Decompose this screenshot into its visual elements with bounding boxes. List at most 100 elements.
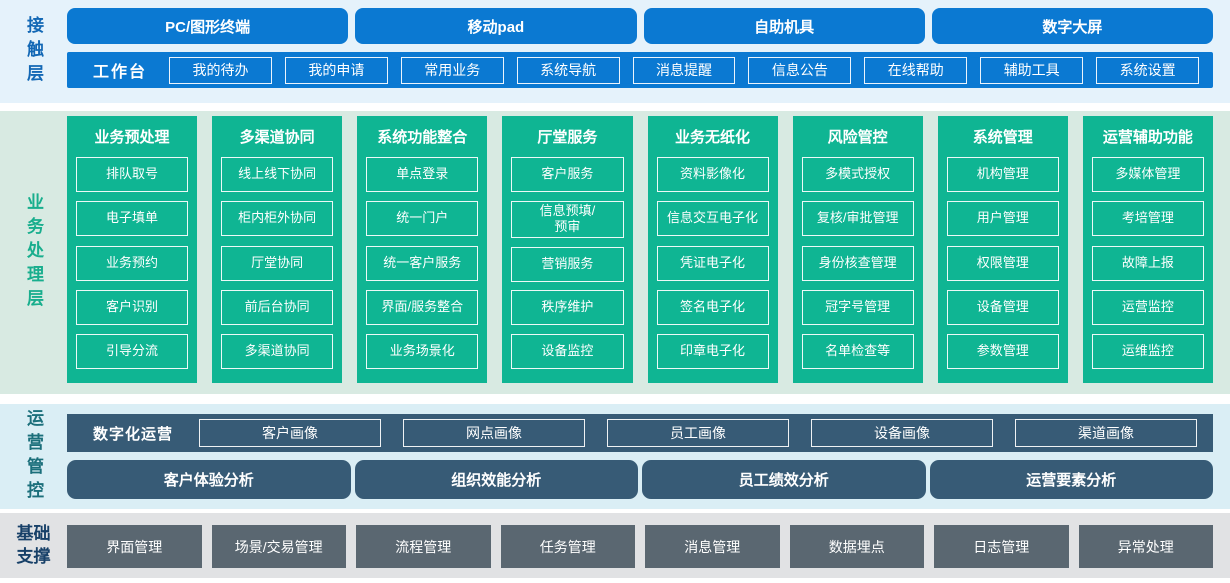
column-item: 营销服务 <box>511 246 624 282</box>
operations-control-band: 运营管控 数字化运营 客户画像 网点画像 员工画像 设备画像 渠道画像 客户体验… <box>0 404 1230 509</box>
column-item: 排队取号 <box>76 157 189 192</box>
band-divider <box>0 394 1230 404</box>
column-item: 凭证电子化 <box>656 245 769 281</box>
foundation-log-mgmt: 日志管理 <box>934 525 1069 568</box>
column-items: 客户服务 信息预填/ 预审 营销服务 秩序维护 设备监控 <box>502 151 632 383</box>
column-item: 运维监控 <box>1091 334 1204 369</box>
workbench-item-system-settings: 系统设置 <box>1096 56 1200 84</box>
column-item: 客户服务 <box>511 157 624 192</box>
workbench-items: 我的待办 我的申请 常用业务 系统导航 消息提醒 信息公告 在线帮助 辅助工具 … <box>169 56 1200 84</box>
portrait-items: 客户画像 网点画像 员工画像 设备画像 渠道画像 <box>199 419 1198 447</box>
column-item: 权限管理 <box>946 245 1059 281</box>
business-process-layer-band: 业务处理层 业务预处理 排队取号 电子填单 业务预约 客户识别 引导分流 多渠道… <box>0 111 1230 394</box>
column-items: 排队取号 电子填单 业务预约 客户识别 引导分流 <box>67 151 197 383</box>
column-item: 名单检查等 <box>801 334 914 369</box>
column-item: 资料影像化 <box>656 157 769 192</box>
column-title: 厅堂服务 <box>537 129 598 146</box>
column-items: 线上线下协同 柜内柜外协同 厅堂协同 前后台协同 多渠道协同 <box>212 151 342 383</box>
workbench-item-my-applications: 我的申请 <box>284 56 388 84</box>
column-item: 界面/服务整合 <box>366 289 479 325</box>
column-item: 业务场景化 <box>366 334 479 369</box>
business-layer-gutter: 业务处理层 <box>0 111 67 394</box>
column-item: 多媒体管理 <box>1091 157 1204 192</box>
column-item: 复核/审批管理 <box>801 201 914 237</box>
column-title: 风险管控 <box>827 129 888 146</box>
analysis-operation-elements: 运营要素分析 <box>929 460 1213 499</box>
workbench-item-system-navigation: 系统导航 <box>516 56 620 84</box>
analysis-row: 客户体验分析 组织效能分析 员工绩效分析 运营要素分析 <box>67 460 1213 499</box>
terminal-mobile-pad: 移动pad <box>355 8 637 44</box>
portrait-customer: 客户画像 <box>199 419 382 447</box>
column-item: 用户管理 <box>946 201 1059 237</box>
operations-layer-gutter: 运营管控 <box>0 404 67 509</box>
column-title: 运营辅助功能 <box>1102 129 1193 146</box>
column-item: 客户识别 <box>76 289 189 325</box>
workbench-item-common-business: 常用业务 <box>400 56 504 84</box>
column-items: 多模式授权 复核/审批管理 身份核查管理 冠字号管理 名单检查等 <box>793 151 923 383</box>
column-item: 单点登录 <box>366 157 479 192</box>
column-item: 故障上报 <box>1091 245 1204 281</box>
digital-operations-label: 数字化运营 <box>93 425 174 443</box>
column-risk-control: 风险管控 多模式授权 复核/审批管理 身份核查管理 冠字号管理 名单检查等 <box>792 116 923 383</box>
terminal-pc-graphic: PC/图形终端 <box>67 8 349 44</box>
workbench-label: 工作台 <box>93 64 148 81</box>
column-system-integration: 系统功能整合 单点登录 统一门户 统一客户服务 界面/服务整合 业务场景化 <box>357 116 488 383</box>
foundation-support-band: 基础支撑 界面管理 场景/交易管理 流程管理 任务管理 消息管理 数据埋点 日志… <box>0 513 1230 578</box>
column-multichannel-collab: 多渠道协同 线上线下协同 柜内柜外协同 厅堂协同 前后台协同 多渠道协同 <box>212 116 343 383</box>
column-item: 参数管理 <box>946 334 1059 369</box>
workbench-item-info-announcement: 信息公告 <box>748 56 852 84</box>
column-item: 多模式授权 <box>801 157 914 192</box>
column-title: 多渠道协同 <box>239 129 315 146</box>
foundation-exception-handling: 异常处理 <box>1078 525 1213 568</box>
digital-operations-bar: 数字化运营 客户画像 网点画像 员工画像 设备画像 渠道画像 <box>67 414 1213 452</box>
terminal-self-service: 自助机具 <box>643 8 925 44</box>
column-title: 业务预处理 <box>94 129 170 146</box>
foundation-task-mgmt: 任务管理 <box>500 525 635 568</box>
column-item: 机构管理 <box>946 157 1059 192</box>
operations-layer-content: 数字化运营 客户画像 网点画像 员工画像 设备画像 渠道画像 客户体验分析 组织… <box>67 404 1213 509</box>
column-item: 设备监控 <box>511 333 624 369</box>
column-item: 印章电子化 <box>656 334 769 369</box>
column-items: 多媒体管理 考培管理 故障上报 运营监控 运维监控 <box>1083 151 1213 383</box>
analysis-org-efficiency: 组织效能分析 <box>354 460 638 499</box>
column-item: 前后台协同 <box>221 289 334 325</box>
foundation-process-mgmt: 流程管理 <box>356 525 491 568</box>
column-lobby-service: 厅堂服务 客户服务 信息预填/ 预审 营销服务 秩序维护 设备监控 <box>502 116 633 383</box>
contact-layer-band: 接触层 PC/图形终端 移动pad 自助机具 数字大屏 工作台 我的待办 我的申… <box>0 0 1230 103</box>
column-item: 统一客户服务 <box>366 245 479 281</box>
foundation-layer-items: 界面管理 场景/交易管理 流程管理 任务管理 消息管理 数据埋点 日志管理 异常… <box>67 513 1213 578</box>
business-layer-label: 业务处理层 <box>24 192 43 313</box>
column-item: 统一门户 <box>366 201 479 237</box>
analysis-employee-performance: 员工绩效分析 <box>642 460 926 499</box>
column-item: 信息预填/ 预审 <box>511 200 624 239</box>
foundation-scene-transaction-mgmt: 场景/交易管理 <box>211 525 346 568</box>
analysis-customer-experience: 客户体验分析 <box>67 460 351 499</box>
portrait-employee: 员工画像 <box>607 419 790 447</box>
column-item: 信息交互电子化 <box>656 201 769 237</box>
contact-layer-label: 接触层 <box>24 15 43 88</box>
business-layer-columns: 业务预处理 排队取号 电子填单 业务预约 客户识别 引导分流 多渠道协同 线上线… <box>67 111 1213 394</box>
column-item: 身份核查管理 <box>801 245 914 281</box>
column-item: 设备管理 <box>946 289 1059 325</box>
column-item: 厅堂协同 <box>221 245 334 281</box>
column-item: 业务预约 <box>76 245 189 281</box>
column-item: 电子填单 <box>76 201 189 237</box>
contact-layer-content: PC/图形终端 移动pad 自助机具 数字大屏 工作台 我的待办 我的申请 常用… <box>67 0 1213 103</box>
column-operation-auxiliary: 运营辅助功能 多媒体管理 考培管理 故障上报 运营监控 运维监控 <box>1082 116 1213 383</box>
workbench-item-online-help: 在线帮助 <box>864 56 968 84</box>
column-item: 多渠道协同 <box>221 334 334 369</box>
column-items: 资料影像化 信息交互电子化 凭证电子化 签名电子化 印章电子化 <box>648 151 778 383</box>
foundation-interface-mgmt: 界面管理 <box>67 525 202 568</box>
column-item: 运营监控 <box>1091 289 1204 325</box>
column-item: 线上线下协同 <box>221 157 334 192</box>
column-item: 柜内柜外协同 <box>221 201 334 237</box>
terminal-digital-screen: 数字大屏 <box>931 8 1213 44</box>
foundation-layer-label: 基础支撑 <box>16 524 51 566</box>
workbench-item-my-todo: 我的待办 <box>169 56 272 84</box>
column-title: 系统管理 <box>972 129 1033 146</box>
column-title: 业务无纸化 <box>675 129 751 146</box>
column-item: 秩序维护 <box>511 290 624 326</box>
foundation-data-tracking: 数据埋点 <box>789 525 924 568</box>
column-items: 单点登录 统一门户 统一客户服务 界面/服务整合 业务场景化 <box>357 151 487 383</box>
